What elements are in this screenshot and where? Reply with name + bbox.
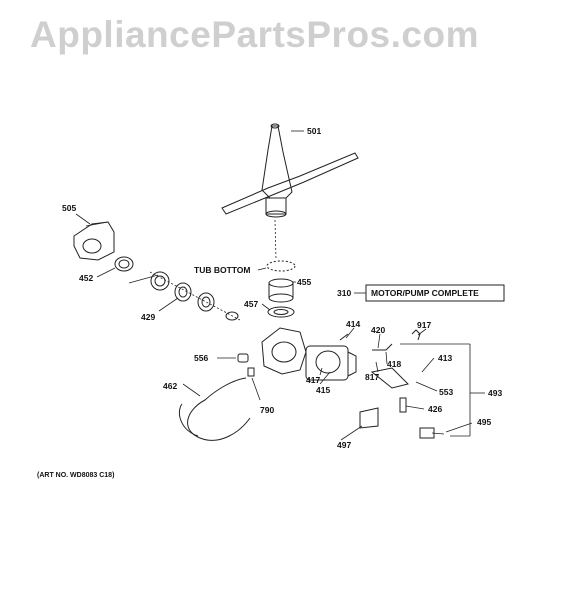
group-bracket-493 xyxy=(400,343,485,437)
part-label: 817 xyxy=(365,372,379,382)
seal-drawing xyxy=(267,306,295,318)
tub-bottom-label: TUB BOTTOM xyxy=(194,265,251,275)
motor-pump-drawing xyxy=(261,327,357,381)
part-label: 462 xyxy=(163,381,177,391)
part-label: 497 xyxy=(337,440,351,450)
part-label: 493 xyxy=(488,388,502,398)
part-label: 917 xyxy=(417,320,431,330)
part-label: 553 xyxy=(439,387,453,397)
part-label: 790 xyxy=(260,405,274,415)
impeller-assembly-drawing xyxy=(149,271,241,321)
watermark: AppliancePartsPros.com xyxy=(30,14,479,55)
part-label: 495 xyxy=(477,417,491,427)
motor-pump-label: MOTOR/PUMP COMPLETE xyxy=(371,288,479,298)
hose-clamp-drawing xyxy=(114,256,134,272)
leader-lines xyxy=(75,130,473,441)
part-label: 420 xyxy=(371,325,385,335)
part-label: 415 xyxy=(316,385,330,395)
part-label: 505 xyxy=(62,203,76,213)
part-label: 413 xyxy=(438,353,452,363)
part-label: 429 xyxy=(141,312,155,322)
part-label: 457 xyxy=(244,299,258,309)
tub-bottom-ring-drawing xyxy=(266,219,296,303)
part-label: 452 xyxy=(79,273,93,283)
sump-housing-drawing xyxy=(73,221,115,261)
part-label: 501 xyxy=(307,126,321,136)
part-label: 310 xyxy=(337,288,351,298)
part-label: 556 xyxy=(194,353,208,363)
spray-arm-drawing xyxy=(221,123,359,218)
switch-bracket-drawing xyxy=(359,367,445,439)
part-label: 417 xyxy=(306,375,320,385)
part-label: 418 xyxy=(387,359,401,369)
small-fittings-drawing xyxy=(237,329,421,377)
part-label: 455 xyxy=(297,277,311,287)
drain-hose-drawing xyxy=(178,377,251,441)
motor-pump-label-box xyxy=(365,284,505,302)
part-label: 426 xyxy=(428,404,442,414)
part-label: 414 xyxy=(346,319,360,329)
art-number-caption: (ART NO. WD8083 C18) xyxy=(37,472,114,479)
